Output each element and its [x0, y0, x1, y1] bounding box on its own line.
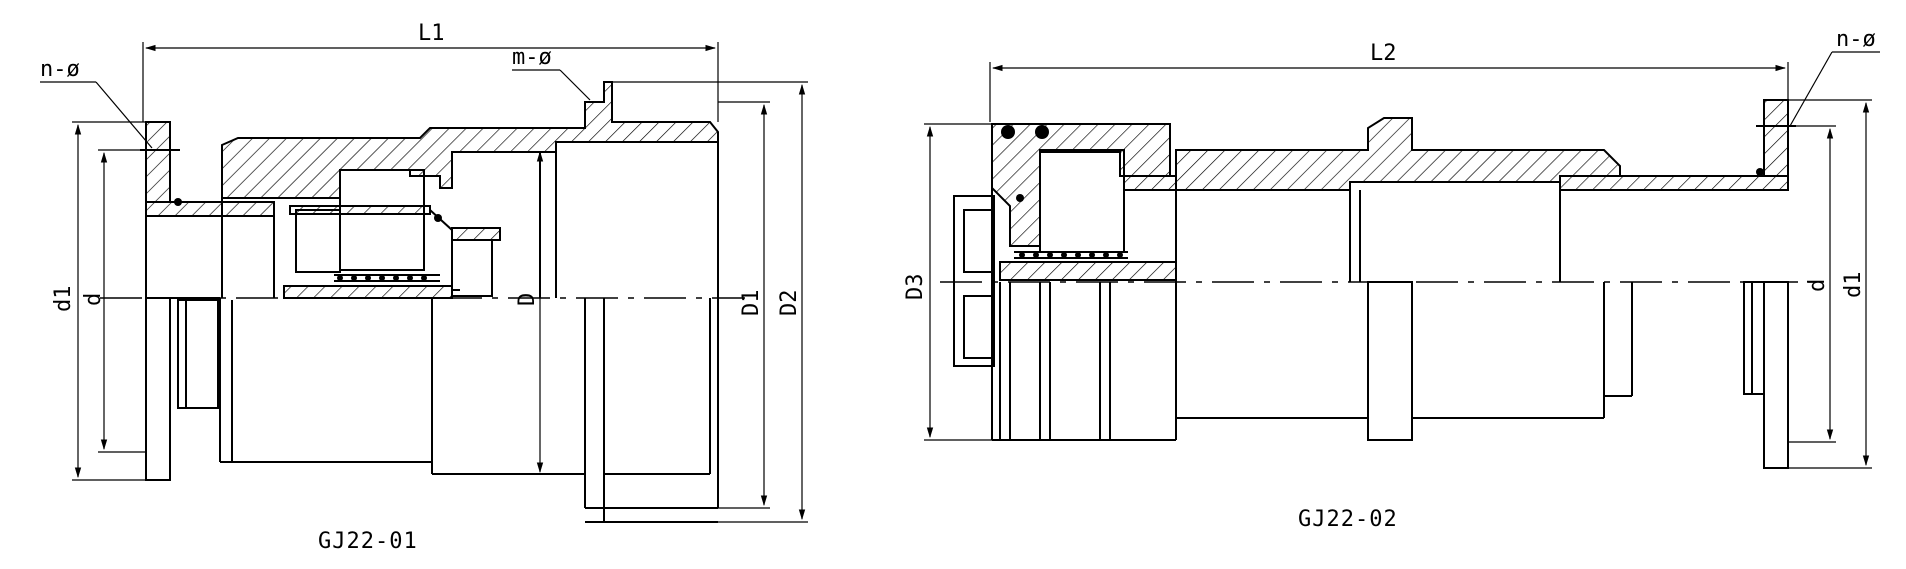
- leader-n-phi-right: n-ø: [1789, 27, 1880, 127]
- caption-gj22-02: GJ22-02: [1298, 507, 1398, 532]
- dimension-l1: L1: [142, 21, 719, 122]
- dimension-D3: D3: [903, 123, 992, 441]
- label-d-left: d: [81, 293, 106, 306]
- dimension-l2: L2: [989, 41, 1789, 122]
- body-upper-right: [1123, 117, 1621, 191]
- label-D: D: [515, 293, 540, 306]
- inner-sleeve-right: [999, 261, 1177, 281]
- drawing-gj22-02: L2 n-ø: [903, 27, 1880, 532]
- leader-m-phi: m-ø: [512, 45, 591, 101]
- label-l2: L2: [1370, 41, 1397, 66]
- caption-gj22-01: GJ22-01: [318, 529, 418, 554]
- spring-left: [334, 274, 440, 282]
- label-n-phi-left: n-ø: [40, 57, 80, 82]
- label-D2: D2: [777, 290, 802, 317]
- dimension-D: D: [515, 150, 544, 474]
- body-lower: [219, 298, 719, 523]
- flange-left-lower: [145, 297, 171, 481]
- body-upper: [221, 81, 719, 199]
- flange-right-lower: [1763, 281, 1789, 469]
- flange-left-upper: [145, 121, 171, 203]
- leader-n-phi-left: n-ø: [40, 57, 153, 149]
- label-D3: D3: [903, 274, 928, 301]
- dimension-d-d1-right: d d1: [1788, 99, 1872, 469]
- label-d-right: d: [1805, 279, 1830, 292]
- dimension-D1-D2: D1 D2: [612, 81, 808, 523]
- dimension-d1-d-left: d1 d: [51, 121, 146, 481]
- drawing-gj22-01: L1 n-ø m-ø: [40, 21, 808, 554]
- label-n-phi-right: n-ø: [1836, 27, 1876, 52]
- locking-block-right: [1039, 149, 1125, 253]
- flange-right-upper: [1763, 99, 1789, 177]
- label-m-phi: m-ø: [512, 45, 552, 70]
- sleeve-upper: [289, 205, 431, 215]
- label-l1: L1: [418, 21, 445, 46]
- valve-cone: [429, 209, 460, 291]
- label-d1-right: d1: [1841, 272, 1866, 299]
- locking-block: [339, 169, 425, 271]
- pipe-wall-left: [145, 201, 275, 217]
- spring-right: [1014, 251, 1128, 259]
- label-d1-left: d1: [51, 286, 76, 313]
- pipe-wall-right: [1559, 175, 1789, 191]
- body-tube-right: [1175, 182, 1633, 441]
- label-D1: D1: [739, 290, 764, 317]
- inner-sleeve-left: [283, 285, 453, 299]
